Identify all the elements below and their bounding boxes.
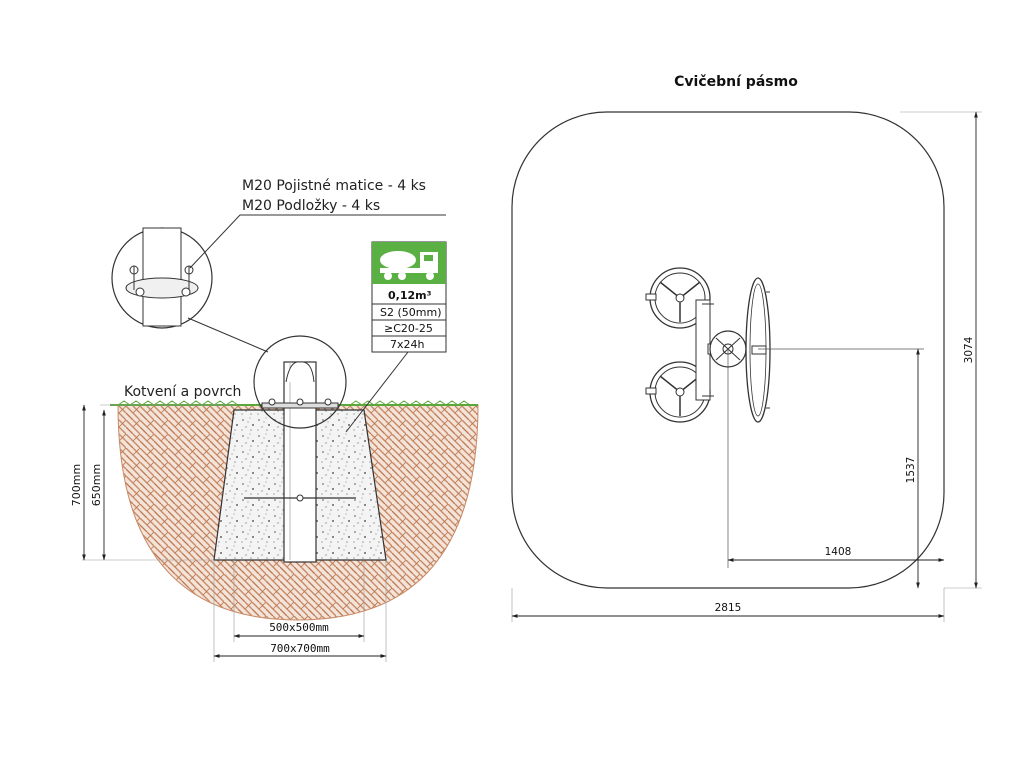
concrete-mixer-truck-icon bbox=[372, 242, 446, 284]
callout-leader bbox=[189, 214, 446, 269]
depth-dimensions: 700mm 650mm bbox=[70, 404, 238, 561]
detail-circle-bottom bbox=[253, 335, 347, 429]
offset-y-label: 1537 bbox=[905, 457, 917, 484]
zone-width-label: 2815 bbox=[715, 602, 742, 614]
zone-title: Cvičební pásmo bbox=[674, 74, 798, 90]
offset-x-label: 1408 bbox=[825, 546, 852, 558]
concrete-cure: 7x24h bbox=[390, 338, 425, 351]
depth-outer-label: 700mm bbox=[70, 464, 83, 506]
concrete-strength: ≥C20-25 bbox=[384, 322, 433, 335]
zone-height-label: 3074 bbox=[963, 336, 975, 363]
concrete-volume: 0,12m³ bbox=[388, 289, 432, 302]
concrete-info-box: 0,12m³ S2 (50mm) ≥C20-25 7x24h bbox=[371, 241, 447, 353]
ground-label: Kotvení a povrch bbox=[124, 384, 241, 400]
width-outer-label: 700x700mm bbox=[270, 642, 330, 655]
width-inner-label: 500x500mm bbox=[269, 621, 329, 634]
exercise-zone-plan: Cvičební pásmo bbox=[511, 74, 982, 622]
concrete-slump: S2 (50mm) bbox=[380, 306, 442, 319]
width-dimensions: 500x500mm 700x700mm bbox=[213, 560, 387, 662]
foundation-section: M20 Pojistné matice - 4 ks M20 Podložky … bbox=[70, 178, 479, 662]
post bbox=[283, 361, 317, 563]
callout-line-2: M20 Podložky - 4 ks bbox=[242, 198, 380, 214]
zone-outline bbox=[511, 111, 945, 589]
equipment-plan bbox=[645, 267, 771, 423]
depth-inner-label: 650mm bbox=[90, 464, 103, 506]
callout-line-1: M20 Pojistné matice - 4 ks bbox=[242, 178, 426, 194]
detail-circle-top bbox=[111, 227, 213, 329]
